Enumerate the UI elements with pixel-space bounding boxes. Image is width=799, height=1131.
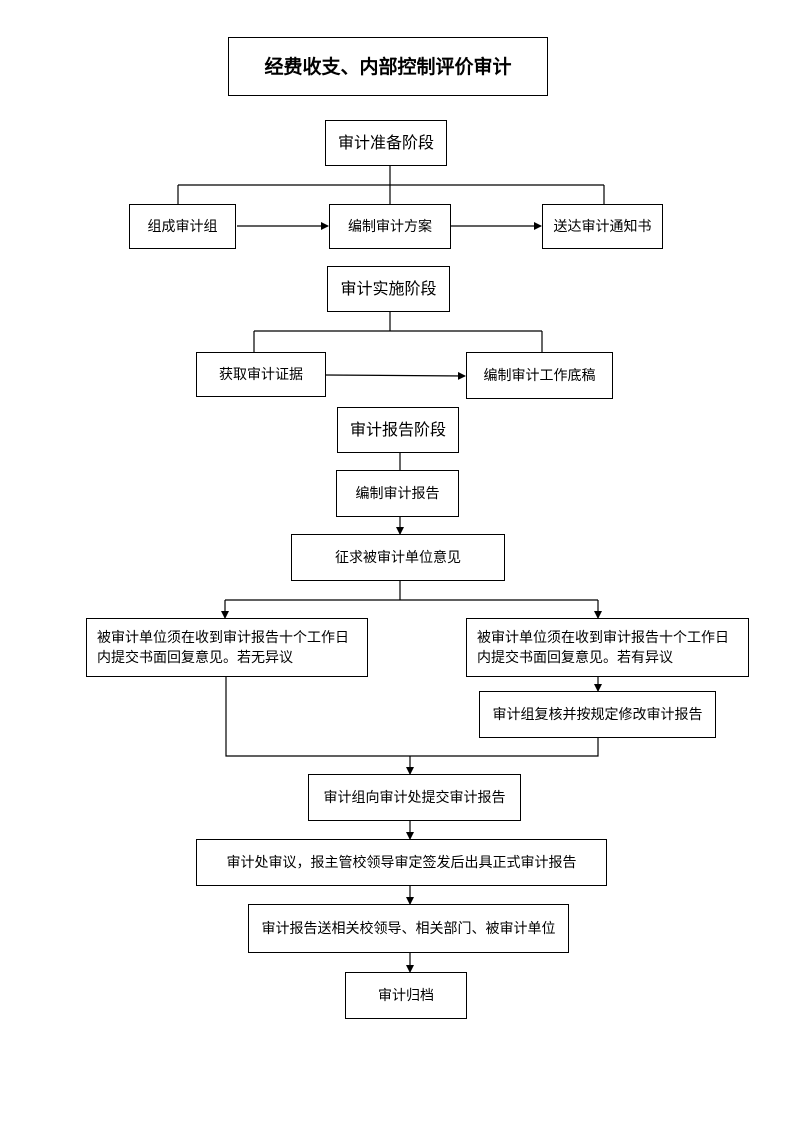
connector-no-objection-merge bbox=[225, 677, 410, 757]
stage-prep: 审计准备阶段 bbox=[325, 120, 447, 166]
step-seek-opinion: 征求被审计单位意见 bbox=[291, 534, 505, 581]
step-revise: 审计组复核并按规定修改审计报告 bbox=[479, 691, 716, 738]
step-send-notice: 送达审计通知书 bbox=[542, 204, 663, 249]
step-get-evidence: 获取审计证据 bbox=[196, 352, 326, 397]
step-archive: 审计归档 bbox=[345, 972, 467, 1019]
diagram-title: 经费收支、内部控制评价审计 bbox=[228, 37, 548, 96]
step-make-plan: 编制审计方案 bbox=[329, 204, 451, 249]
step-make-report: 编制审计报告 bbox=[336, 470, 459, 517]
stage-impl: 审计实施阶段 bbox=[327, 266, 450, 312]
step-has-objection: 被审计单位须在收到审计报告十个工作日内提交书面回复意见。若有异议 bbox=[466, 618, 749, 677]
step-submit: 审计组向审计处提交审计报告 bbox=[308, 774, 521, 821]
step-distribute: 审计报告送相关校领导、相关部门、被审计单位 bbox=[248, 904, 569, 953]
connector-revise-merge bbox=[410, 738, 599, 757]
step-make-workpaper: 编制审计工作底稿 bbox=[466, 352, 613, 399]
step-form-team: 组成审计组 bbox=[129, 204, 236, 249]
step-approve: 审计处审议，报主管校领导审定签发后出具正式审计报告 bbox=[196, 839, 607, 886]
arrow-evidence-to-workpaper bbox=[325, 371, 466, 380]
step-no-objection: 被审计单位须在收到审计报告十个工作日内提交书面回复意见。若无异议 bbox=[86, 618, 368, 677]
stage-report: 审计报告阶段 bbox=[337, 407, 459, 453]
